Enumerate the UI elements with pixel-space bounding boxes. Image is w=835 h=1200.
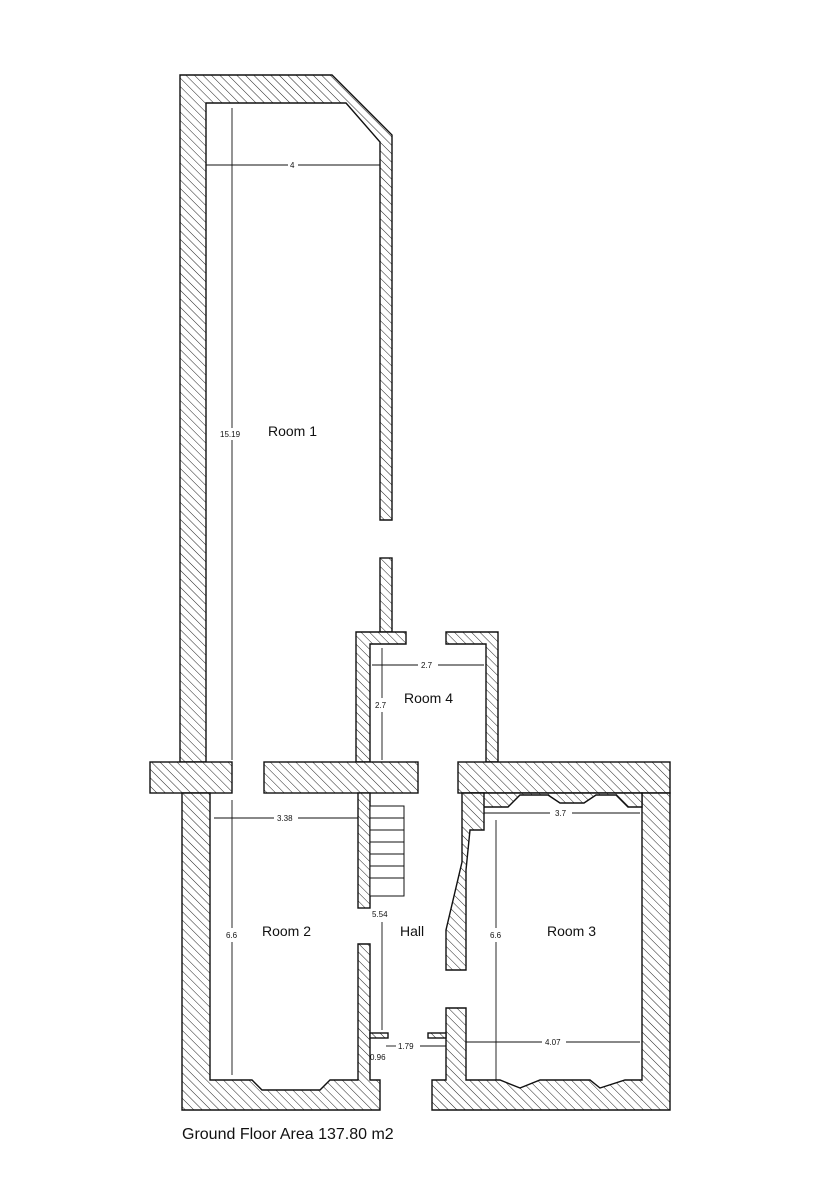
dim-room1-length: 15.19	[220, 430, 241, 439]
front-door-stub-right	[427, 1032, 447, 1039]
mid-wall-right	[457, 761, 671, 794]
dim-room3-width-bottom: 4.07	[545, 1038, 561, 1047]
dim-hall-length: 5.54	[372, 910, 388, 919]
dim-room3-width-top: 3.7	[555, 809, 567, 818]
room2-label: Room 2	[262, 923, 311, 939]
floor-area-caption: Ground Floor Area 137.80 m2	[182, 1126, 394, 1143]
room2-outer-wall	[181, 792, 381, 1111]
dim-room2-width: 3.38	[277, 814, 293, 823]
staircase	[369, 805, 405, 897]
room3-top-bay	[469, 792, 643, 822]
dimension-lines	[206, 108, 640, 1080]
room3-outer-wall	[431, 792, 671, 1111]
dim-hall-door: 0.96	[370, 1053, 386, 1062]
front-door-stub-left	[369, 1032, 389, 1039]
hall-label: Hall	[400, 923, 424, 939]
room1-label: Room 1	[268, 423, 317, 439]
dim-room2-length: 6.6	[226, 931, 238, 940]
room4-right-wall	[445, 631, 499, 763]
dim-room1-width: 4	[290, 161, 295, 170]
hall-left-partition	[357, 792, 371, 909]
room3-label: Room 3	[547, 923, 596, 939]
hall-right-partition	[445, 792, 485, 971]
mid-wall-center	[263, 761, 419, 794]
dim-room3-length: 6.6	[490, 931, 502, 940]
room4-left-wall	[355, 631, 407, 763]
mid-wall-left-stub	[149, 761, 233, 794]
room4-label: Room 4	[404, 690, 453, 706]
dim-room4-length: 2.7	[375, 701, 387, 710]
dim-room4-width: 2.7	[421, 661, 433, 670]
dim-hall-width: 1.79	[398, 1042, 414, 1051]
room1-right-wall-lower	[379, 557, 393, 633]
